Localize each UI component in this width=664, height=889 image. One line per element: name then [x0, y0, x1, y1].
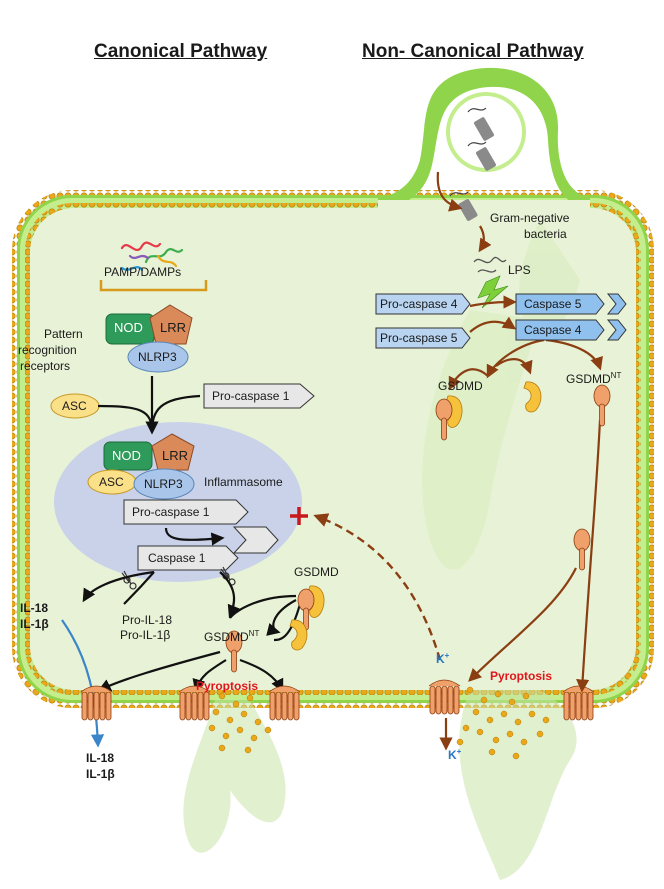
gram-negative-label-2: bacteria: [524, 227, 567, 241]
inflammasome-pro-caspase-shape: [123, 499, 249, 525]
inflammasome-lrr-label: LRR: [162, 448, 189, 463]
pro-caspase-5-label: Pro-caspase 5: [380, 331, 458, 345]
caspase-4-label: Caspase 4: [524, 323, 582, 337]
inflammasome-asc-label: ASC: [99, 475, 124, 489]
pamp-damp-icon: [120, 241, 184, 272]
gsdmd-left-arrow: [448, 368, 489, 391]
pro-il1b-label: Pro-IL-1β: [120, 628, 171, 642]
nc-gsdmd-nt-sup: NT: [610, 371, 622, 380]
noncanonical-title: Non- Canonical Pathway: [362, 41, 584, 62]
pore-arrow-1: [97, 650, 221, 692]
inflammasome-label: Inflammasome: [204, 475, 283, 489]
gsdmd-right-arrow: [495, 358, 533, 375]
il-cleavage-arrow: [82, 570, 155, 603]
prr-label-3: receptors: [20, 359, 71, 373]
pro-caspase-boxes: [375, 293, 627, 349]
gsdmd-pore: [562, 685, 595, 721]
caspase-1-shape: [137, 545, 239, 571]
pamp-bracket: [99, 280, 208, 292]
bacterial-invagination: [378, 67, 590, 209]
plus-icon: [290, 507, 308, 525]
pro-caspase-1-label: Pro-caspase 1: [212, 389, 290, 403]
k-efflux-feedback-arrow: [313, 513, 442, 661]
bacteria-icon: [449, 107, 496, 221]
prr-label-2: recognition: [18, 343, 77, 357]
cleavage-arrow: [164, 527, 225, 546]
inflammasome-nod-label: NOD: [112, 448, 141, 463]
asc-label: ASC: [62, 399, 87, 413]
gsdmd-nt-text: GSDMD: [204, 630, 249, 644]
gsdmd-nt-sup: NT: [248, 629, 260, 638]
nc-pyroptosis-label: Pyroptosis: [490, 669, 553, 683]
pamp-damp-label: PAMP/DAMPs: [104, 265, 182, 279]
il18-inside-label: IL-18: [20, 601, 49, 615]
k-channel: [428, 679, 461, 715]
il1b-inside-label: IL-1β: [20, 617, 49, 631]
il1b-outside-label: IL-1β: [86, 767, 115, 781]
pro-il-link: [123, 571, 155, 605]
k-inside-sup: +: [444, 651, 450, 660]
nt-to-kchannel-arrow: [468, 567, 577, 682]
gsdmd-pore: [80, 685, 113, 721]
entry-arrow: [436, 171, 463, 212]
k-outside-sup: +: [456, 747, 462, 756]
canonical-pyroptosis-label: Pyroptosis: [196, 679, 259, 693]
gsdmd-nt-arrow: [545, 338, 603, 371]
lps-label: LPS: [508, 263, 531, 277]
caspase-5-label: Caspase 5: [524, 297, 582, 311]
gsdmd-split-arrow: [486, 338, 545, 379]
leaked-contents: [208, 686, 550, 760]
nc-gsdmd-label: GSDMD: [438, 379, 483, 393]
k-outside-text: K: [448, 748, 457, 762]
cleaved-fragment-shape: [232, 526, 279, 554]
lightning-icon: [477, 275, 509, 309]
inflammasome-pro-caspase-label: Pro-caspase 1: [132, 505, 210, 519]
nt-to-pore-arrow: [576, 419, 602, 693]
gsdmd-pore: [268, 685, 301, 721]
gram-negative-label-1: Gram-negative: [490, 211, 570, 225]
lps-release-arrow: [478, 225, 492, 253]
receptor-complex: [105, 304, 193, 373]
caspase5-arrow: [469, 295, 517, 309]
il18-outside-label: IL-18: [86, 751, 115, 765]
gsdmd-label: GSDMD: [294, 565, 339, 579]
il-release-arrow: [61, 619, 105, 748]
canonical-title: Canonical Pathway: [94, 41, 268, 62]
caspase4-arrow: [469, 316, 517, 333]
nlrp3-label: NLRP3: [138, 350, 177, 364]
pyroptosis-plume: [183, 220, 580, 880]
pro-caspase-4-label: Pro-caspase 4: [380, 297, 458, 311]
nc-gsdmd-nt-text: GSDMD: [566, 372, 611, 386]
k-outside-label: K+: [448, 747, 462, 762]
prr-label-1: Pattern: [44, 327, 83, 341]
inflammasome-complex: [87, 433, 195, 500]
lps-icon: [473, 256, 507, 273]
pro-il18-label: Pro-IL-18: [122, 613, 173, 627]
nod-label: NOD: [114, 320, 143, 335]
inflammasome-nlrp3-label: NLRP3: [144, 477, 183, 491]
gsdmd-nt-label: GSDMDNT: [204, 629, 260, 644]
k-inside-label: K+: [436, 651, 450, 666]
nc-gsdmd-nt-label: GSDMDNT: [566, 371, 622, 386]
lrr-label: LRR: [160, 320, 187, 335]
pro-caspase-1-shape: [203, 383, 315, 409]
gsdmd-cleavage-arrow: [219, 571, 241, 619]
caspase-1-label: Caspase 1: [148, 551, 206, 565]
k-inside-text: K: [436, 652, 445, 666]
